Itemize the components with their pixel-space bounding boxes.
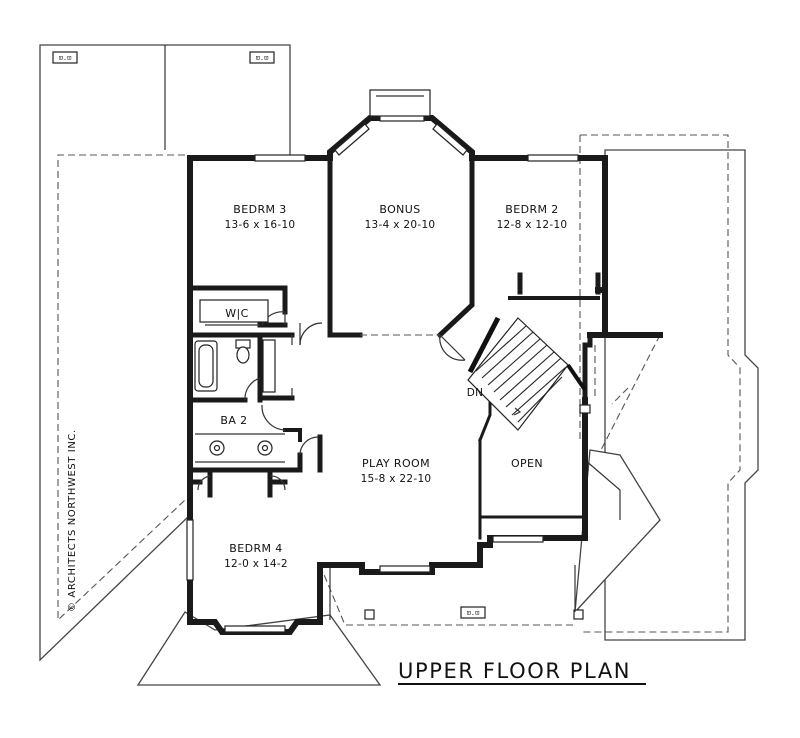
stair — [467, 316, 587, 431]
vent-icon — [460, 606, 486, 619]
room-name-bedrm4: BEDRM 4 — [229, 542, 282, 555]
room-dims-bedrm4: 12-0 x 14-2 — [224, 558, 288, 570]
room-name-open: OPEN — [511, 457, 543, 470]
room-name-wic: W|C — [225, 307, 248, 320]
vent-icon — [52, 51, 78, 64]
room-dims-bedrm2: 12-8 x 12-10 — [497, 219, 568, 231]
bath-fixtures — [194, 299, 285, 463]
windows — [186, 89, 591, 633]
window — [579, 404, 591, 414]
window — [379, 565, 431, 573]
window — [224, 625, 286, 633]
copyright-notice: © ARCHITECTS NORTHWEST INC. — [67, 429, 78, 612]
closet-rod — [199, 299, 269, 323]
room-name-ba2: BA 2 — [220, 414, 247, 427]
closet-shelf — [262, 339, 276, 393]
plan-title: UPPER FLOOR PLAN — [398, 659, 631, 683]
window — [186, 519, 194, 581]
vent-label: ⊡.⊡ — [59, 54, 72, 62]
room-labels: BEDRM 3 13-6 x 16-10 BONUS 13-4 x 20-10 … — [220, 203, 567, 570]
room-name-bonus: BONUS — [379, 203, 420, 216]
exterior-walls — [187, 115, 663, 635]
bay-window-box — [369, 89, 431, 117]
vent-label: ⊡.⊡ — [467, 609, 480, 617]
window — [527, 154, 579, 162]
interior-walls — [187, 155, 601, 540]
toilet — [236, 346, 250, 364]
room-name-playroom: PLAY ROOM — [362, 457, 430, 470]
deck-edges — [329, 459, 621, 620]
doors — [197, 311, 466, 491]
room-name-bedrm3: BEDRM 3 — [233, 203, 286, 216]
room-dims-bonus: 13-4 x 20-10 — [365, 219, 436, 231]
roof-outline — [39, 44, 759, 686]
openings — [360, 334, 596, 400]
stair-down-label: DN — [467, 387, 484, 399]
room-name-bedrm2: BEDRM 2 — [505, 203, 558, 216]
room-dims-bedrm3: 13-6 x 16-10 — [225, 219, 296, 231]
window — [254, 154, 306, 162]
window — [492, 535, 544, 543]
vent-label: ⊡.⊡ — [256, 54, 269, 62]
room-dims-playroom: 15-8 x 22-10 — [361, 473, 432, 485]
vent-icon — [249, 51, 275, 64]
eave-lines — [57, 134, 741, 633]
roof-vents: ⊡.⊡ ⊡.⊡ ⊡.⊡ — [52, 51, 584, 620]
